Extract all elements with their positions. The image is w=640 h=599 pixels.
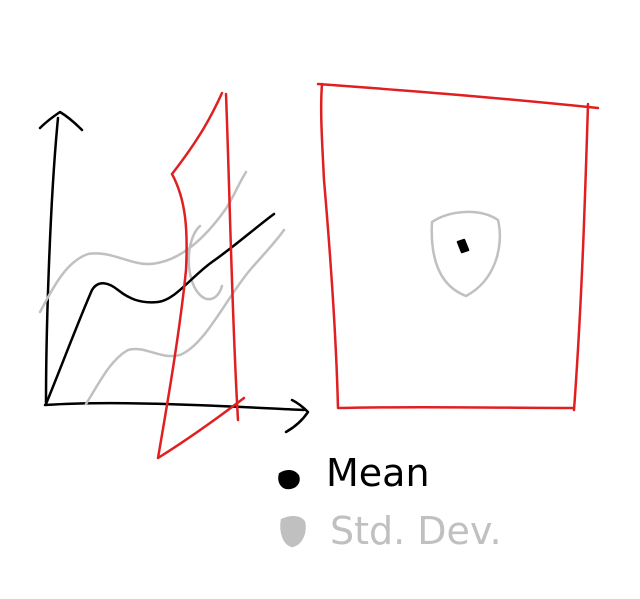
mean-marker-icon: [278, 470, 300, 490]
legend-label-mean: Mean: [326, 451, 430, 495]
mean-point: [456, 238, 470, 254]
legend-label-std-dev: Std. Dev.: [330, 509, 502, 553]
legend: Mean Std. Dev.: [278, 451, 502, 553]
x-axis: [43, 401, 306, 412]
y-axis: [44, 116, 60, 405]
slice-plane: [156, 91, 246, 460]
y-axis-arrow-icon: [38, 110, 84, 132]
cross-section-frame: [316, 82, 600, 412]
mean-curve: [44, 212, 276, 406]
line-chart-sketch: [38, 91, 310, 460]
cross-section-panel: [316, 82, 600, 412]
legend-item-mean: Mean: [278, 451, 430, 495]
std-dev-slice-ellipse: [187, 224, 224, 301]
legend-item-std-dev: Std. Dev.: [280, 509, 502, 553]
std-dev-upper-curve: [38, 170, 248, 314]
std-dev-lower-curve: [84, 228, 286, 406]
std-dev-marker-icon: [280, 516, 306, 548]
x-axis-arrow-icon: [284, 398, 310, 434]
std-dev-distribution: [430, 210, 502, 298]
